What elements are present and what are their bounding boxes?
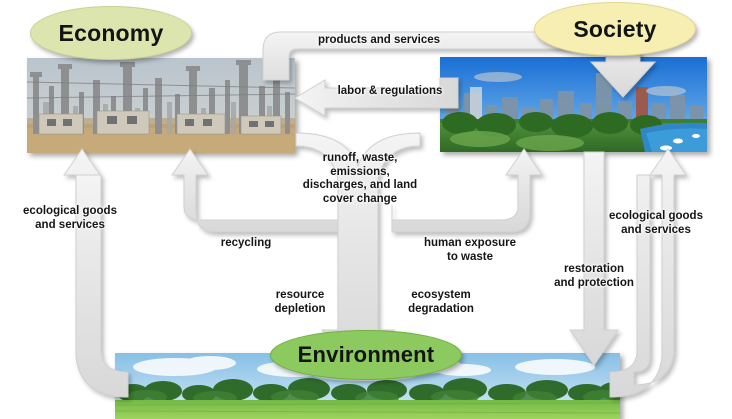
label-runoff-waste: runoff, waste, emissions, discharges, an… <box>302 152 418 205</box>
label-restoration-and-protection: restoration and protection <box>554 263 634 289</box>
arrow-restoration-and-protection <box>569 151 619 366</box>
arrow-recycling <box>171 148 353 233</box>
node-environment-label: Environment <box>297 342 435 367</box>
node-economy-label: Economy <box>58 19 164 46</box>
label-human-exposure-to-waste: human exposure to waste <box>423 237 517 263</box>
arrow-labor-and-regulations <box>294 77 459 117</box>
node-economy[interactable]: Economy <box>30 6 192 60</box>
arrow-products-and-services <box>262 31 657 98</box>
society-photo <box>440 57 707 152</box>
node-society-label: Society <box>573 15 657 42</box>
label-ecosystem-degradation: ecosystem degradation <box>408 289 474 315</box>
label-ecological-goods-left: ecological goods and services <box>23 205 117 231</box>
label-labor-and-regulations: labor & regulations <box>337 85 443 97</box>
node-society[interactable]: Society <box>534 2 696 56</box>
label-products-and-services: products and services <box>317 34 441 46</box>
label-recycling: recycling <box>220 237 272 249</box>
arrow-human-exposure-to-waste <box>391 148 543 233</box>
arrow-ecological-goods-right <box>609 148 687 398</box>
label-resource-depletion: resource depletion <box>274 289 326 315</box>
label-ecological-goods-right: ecological goods and services <box>609 210 703 236</box>
arrow-ecological-goods-left-body <box>75 174 129 398</box>
economy-photo <box>27 58 295 153</box>
node-environment[interactable]: Environment <box>270 330 462 380</box>
arrow-runoff-waste-to-environment <box>295 132 421 373</box>
